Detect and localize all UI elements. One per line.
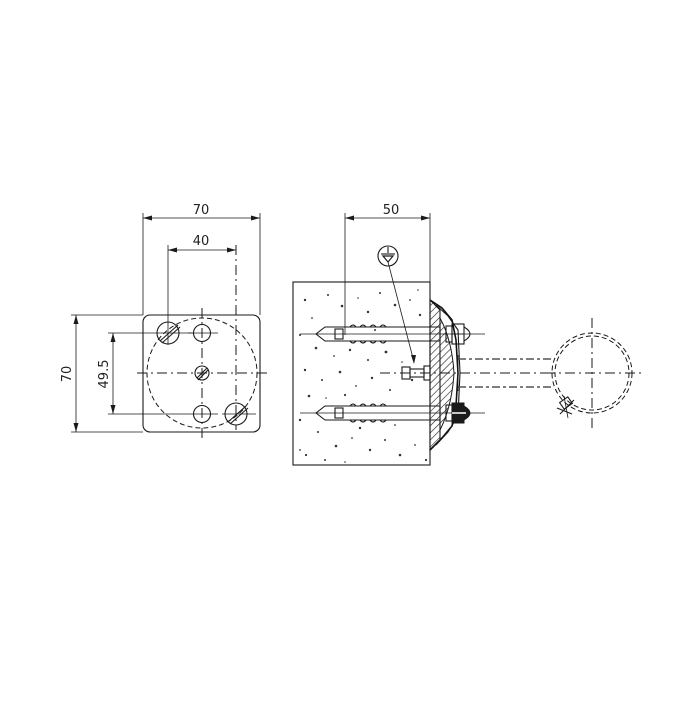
pipe-clamp [545, 318, 642, 428]
cap-nut-upper [445, 323, 471, 345]
dim-label-anchor-depth: 50 [383, 203, 400, 218]
hole-bottom-center [108, 404, 218, 424]
hole-center-screw [194, 365, 210, 381]
hole-bottom-right [222, 402, 256, 426]
concrete-speckle [298, 289, 428, 463]
dimension-height-70: 70 [60, 314, 143, 433]
leader-line [387, 261, 415, 363]
cap-nut-lower [445, 402, 471, 424]
clamp-bolt [556, 395, 575, 419]
dimension-hole-spacing-40: 40 [167, 234, 236, 345]
center-screw [380, 365, 555, 381]
ground-symbol-icon [377, 245, 416, 364]
dimension-hole-spacing-49-5: 49.5 [97, 332, 194, 414]
side-view: 50 [292, 203, 642, 466]
dimension-anchor-depth-50: 50 [344, 203, 431, 335]
dim-label-hole-spacing: 40 [193, 234, 210, 249]
dim-label-height: 70 [60, 366, 75, 383]
pole-arm [457, 355, 553, 391]
dim-label-width: 70 [193, 203, 210, 218]
dimension-width-70: 70 [142, 203, 261, 315]
base-plate-section [429, 298, 461, 452]
dim-label-vertical-spacing: 49.5 [97, 360, 112, 389]
front-view: 70 40 70 49.5 [60, 203, 268, 440]
